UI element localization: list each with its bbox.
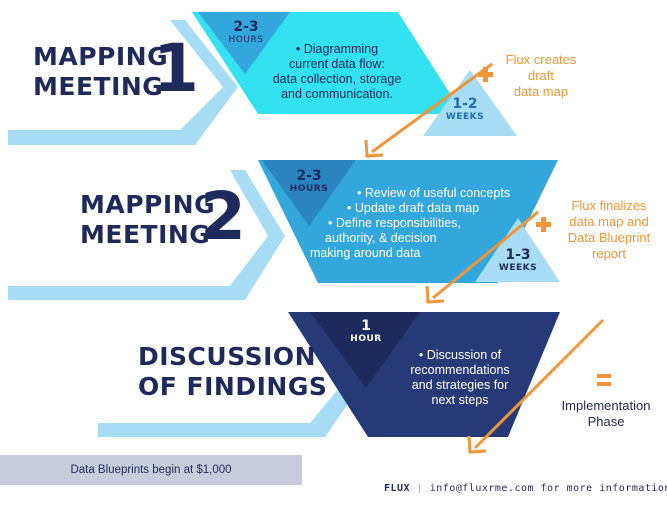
step1-duration-unit: HOURS — [228, 35, 264, 45]
transition2-text-line: Data Blueprint — [567, 230, 651, 245]
step1-duration-triangle — [198, 12, 290, 74]
step1-title: MAPPING MEETING — [33, 42, 168, 102]
transition1-duration-unit: WEEKS — [445, 112, 485, 122]
step2-duration-triangle — [262, 160, 356, 226]
step3-duration-triangle — [310, 312, 420, 388]
transition2-duration-triangle — [475, 218, 560, 282]
transition2-duration: 1-3 WEEKS — [493, 247, 543, 274]
footer: FLUX | info@fluxrme.com for more informa… — [384, 483, 667, 494]
step2-bullet-line: making around data — [310, 246, 421, 260]
step2-bullets: • Review of useful concepts • Update dra… — [310, 186, 510, 261]
step3-bullet-line: and strategies for — [411, 378, 509, 392]
transition1-text: Flux creates draft data map — [496, 52, 586, 100]
step1-title-line: MEETING — [33, 72, 164, 101]
transition1-duration-triangle — [423, 70, 517, 136]
transition1-text-line: Flux creates — [505, 52, 577, 67]
step3-duration: 1 HOUR — [343, 318, 389, 345]
step3-bullet-line: recommendations — [410, 363, 510, 377]
price-banner-bg — [0, 455, 302, 485]
result-text-line: Implementation — [561, 398, 651, 413]
step2-title: MAPPING MEETING — [80, 190, 215, 250]
step2-bullet-line: • Define responsibilities, — [328, 216, 461, 230]
plus-icon — [536, 217, 551, 232]
transition2-duration-value: 1-3 — [505, 247, 531, 263]
arrow-down-left-icon — [364, 62, 493, 158]
equals-icon — [597, 374, 611, 386]
step1-bullet-line: data collection, storage — [272, 72, 402, 86]
step2-bullet-line: • Update draft data map — [347, 201, 480, 215]
arrow-down-left-icon — [467, 318, 605, 454]
step2-duration-value: 2-3 — [296, 168, 322, 184]
result-text-line: Phase — [587, 414, 625, 429]
step2-bullet-line: • Review of useful concepts — [357, 186, 511, 200]
transition1-text-line: data map — [513, 84, 569, 99]
step1-bullet-line: and communication. — [281, 87, 393, 101]
transition1-duration-value: 1-2 — [452, 96, 478, 112]
result-text: Implementation Phase — [548, 398, 664, 430]
step1-number: 1 — [153, 30, 199, 107]
step1-bullets: • Diagramming current data flow: data co… — [262, 42, 412, 102]
step1-title-line: MAPPING — [33, 42, 169, 71]
price-banner: Data Blueprints begin at $1,000 — [70, 464, 232, 476]
step3-bullets: • Discussion of recommendations and stra… — [395, 348, 525, 408]
step3-title: DISCUSSION OF FINDINGS — [138, 342, 327, 402]
footer-separator: | — [416, 483, 424, 494]
transition2-duration-unit: WEEKS — [498, 263, 538, 273]
step1-chevron-outline — [8, 20, 238, 145]
step2-bullet-line: authority, & decision — [325, 231, 437, 245]
step2-title-line: MEETING — [80, 220, 211, 249]
step3-title-line: DISCUSSION — [138, 342, 317, 371]
step1-bullet-line: current data flow: — [289, 57, 385, 71]
step3-duration-value: 1 — [361, 318, 371, 334]
step3-chevron-outline — [98, 322, 368, 437]
step3-duration-unit: HOUR — [350, 334, 382, 344]
transition1-duration: 1-2 WEEKS — [440, 96, 490, 123]
step2-duration: 2-3 HOURS — [285, 168, 333, 195]
step1-bullet-line: • Diagramming — [295, 42, 379, 56]
transition2-text-line: Flux finalizes — [571, 198, 647, 213]
step3-title-line: OF FINDINGS — [138, 372, 328, 401]
transition2-text: Flux finalizes data map and Data Bluepri… — [555, 198, 663, 262]
arrow-down-left-icon — [425, 210, 539, 304]
step2-chevron-outline — [8, 170, 285, 300]
step2-duration-unit: HOURS — [289, 184, 329, 194]
transition2-text-line: data map and — [569, 214, 649, 229]
transition1-text-line: draft — [527, 68, 554, 83]
step2-number: 2 — [200, 178, 246, 255]
plus-icon — [478, 67, 493, 82]
step3-bullet-line: • Discussion of — [418, 348, 502, 362]
step2-title-line: MAPPING — [80, 190, 216, 219]
transition2-text-line: report — [592, 246, 626, 261]
step3-bullet-line: next steps — [431, 393, 489, 407]
footer-brand: FLUX — [384, 483, 411, 494]
footer-contact[interactable]: info@fluxrme.com for more information — [429, 483, 667, 494]
step1-duration: 2-3 HOURS — [222, 19, 270, 46]
step1-duration-value: 2-3 — [233, 19, 259, 35]
